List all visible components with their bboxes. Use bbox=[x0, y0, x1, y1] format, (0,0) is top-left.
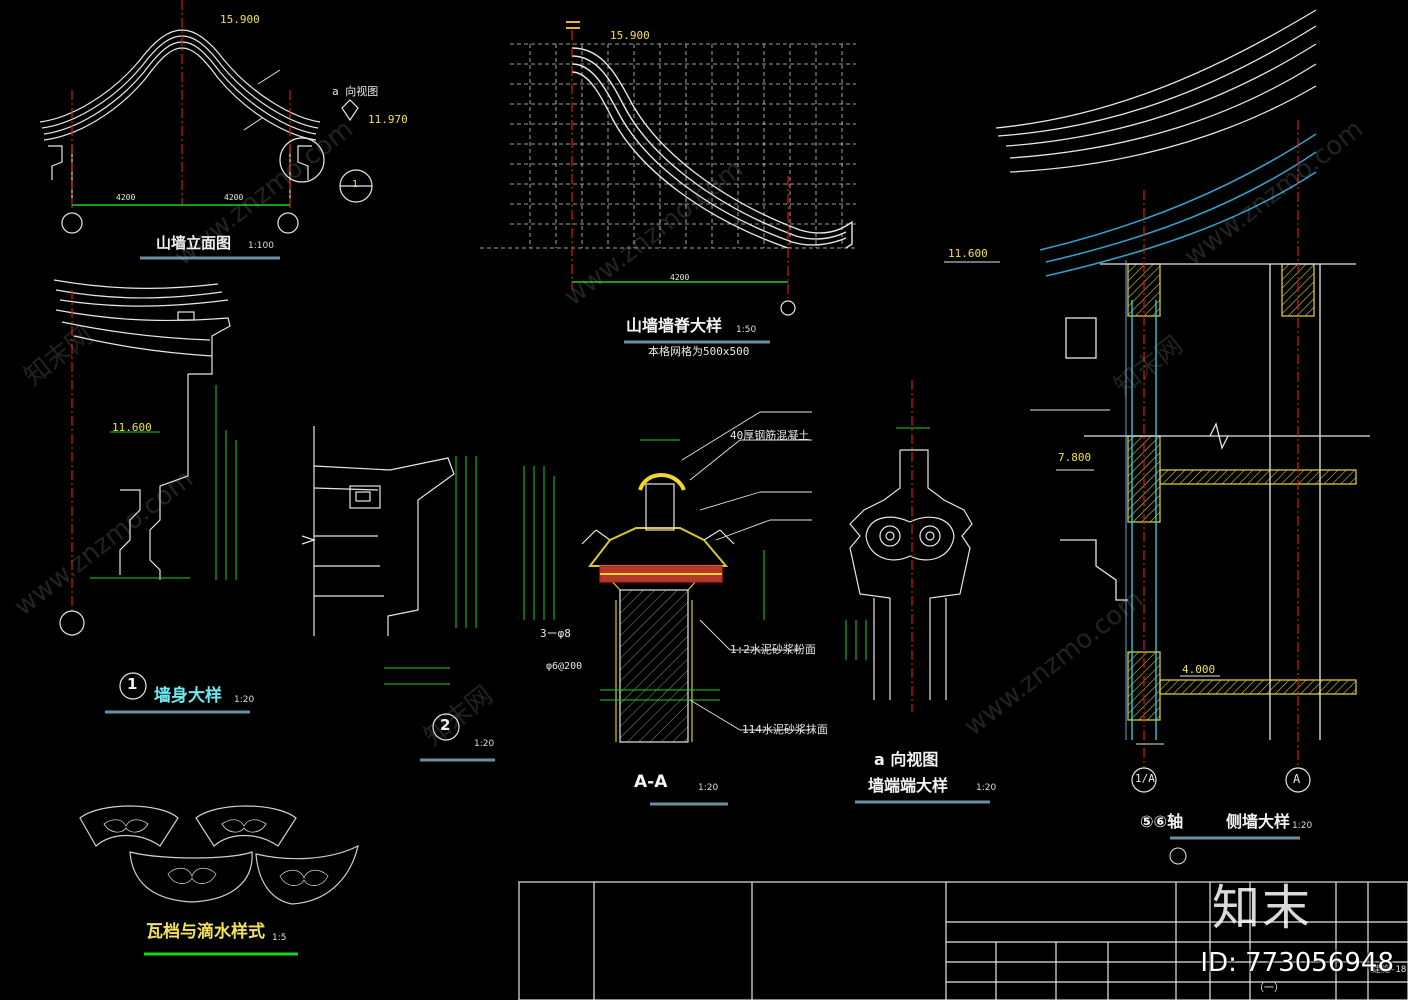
ridge-detail-grid bbox=[480, 43, 856, 249]
gable-mid-elevation: 11.970 bbox=[368, 113, 408, 126]
aa-section-drawing bbox=[581, 473, 735, 743]
wall-detail-number: 1 bbox=[127, 675, 138, 693]
brand-logo: 知末 bbox=[1212, 880, 1313, 936]
aa-label-40: 40厚钢筋混凝土 bbox=[730, 429, 810, 442]
detail-2-number: 2 bbox=[440, 716, 451, 734]
eave-tile-scale: 1:5 bbox=[272, 933, 287, 943]
ridge-curve bbox=[566, 21, 853, 249]
span-left-dim: 4200 bbox=[116, 193, 136, 202]
side-wall-axes: ⑤⑥轴 bbox=[1140, 812, 1184, 831]
wall-end-detail bbox=[849, 449, 973, 700]
aa-label-12: 1:2水泥砂浆粉面 bbox=[730, 643, 816, 656]
axis-1a-label: 1/A bbox=[1135, 772, 1155, 785]
wall-detail-scale: 1:20 bbox=[234, 695, 255, 705]
gable-top-elevation: 15.900 bbox=[220, 13, 260, 26]
aa-section-scale: 1:20 bbox=[698, 783, 719, 793]
ridge-top-elevation: 15.900 bbox=[610, 29, 650, 42]
span-right-dim: 4200 bbox=[224, 193, 244, 202]
wall-detail-title: 墙身大样 bbox=[154, 686, 222, 706]
ridge-detail-title: 山墙墙脊大样 bbox=[626, 316, 723, 335]
ridge-span-dim: 4200 bbox=[670, 273, 690, 282]
a-view-callout: a 向视图 bbox=[332, 85, 379, 98]
eave-tile-title: 瓦档与滴水样式 bbox=[146, 922, 265, 942]
right-elevation-top: 11.600 bbox=[948, 247, 988, 260]
drawing-number: 建施-18 bbox=[1372, 965, 1407, 975]
aa-label-phi6: φ6@200 bbox=[546, 661, 583, 672]
title-block-bracket: （一） bbox=[1254, 983, 1284, 994]
aa-label-114: 114水泥砂浆抹面 bbox=[742, 723, 828, 736]
right-elevation-mid: 7.800 bbox=[1058, 451, 1092, 464]
axis-a-label: A bbox=[1293, 772, 1301, 786]
wall-detail-elevation: 11.600 bbox=[112, 421, 152, 434]
detail-2-scale: 1:20 bbox=[474, 739, 495, 749]
ridge-grid-note: 本格网格为500x500 bbox=[648, 345, 750, 358]
a-view-title: a 向视图 bbox=[874, 750, 939, 769]
side-wall-title: 侧墙大样 bbox=[1226, 812, 1291, 831]
side-wall-detail bbox=[995, 9, 1370, 740]
gable-elevation-scale: 1:100 bbox=[248, 241, 274, 251]
side-wall-scale: 1:20 bbox=[1292, 821, 1313, 831]
aa-label-3phi8: 3ーφ8 bbox=[540, 627, 571, 640]
wall-body-detail bbox=[53, 279, 231, 580]
ridge-detail-scale: 1:50 bbox=[736, 325, 757, 335]
title-block bbox=[518, 881, 1408, 1000]
eave-tile-patterns bbox=[79, 805, 359, 905]
right-elevation-low: 4.000 bbox=[1182, 663, 1216, 676]
gable-elevation-title: 山墙立面图 bbox=[156, 234, 232, 252]
gable-elevation-drawing bbox=[39, 29, 373, 234]
aa-section-title: A-A bbox=[634, 772, 668, 792]
eave-section-detail bbox=[301, 426, 455, 636]
wall-end-scale: 1:20 bbox=[976, 783, 997, 793]
wall-end-title: 墙端端大样 bbox=[868, 776, 949, 795]
callout-1-label: 1 bbox=[352, 179, 359, 190]
image-id-tag: ID: 773056948 bbox=[1200, 948, 1394, 978]
